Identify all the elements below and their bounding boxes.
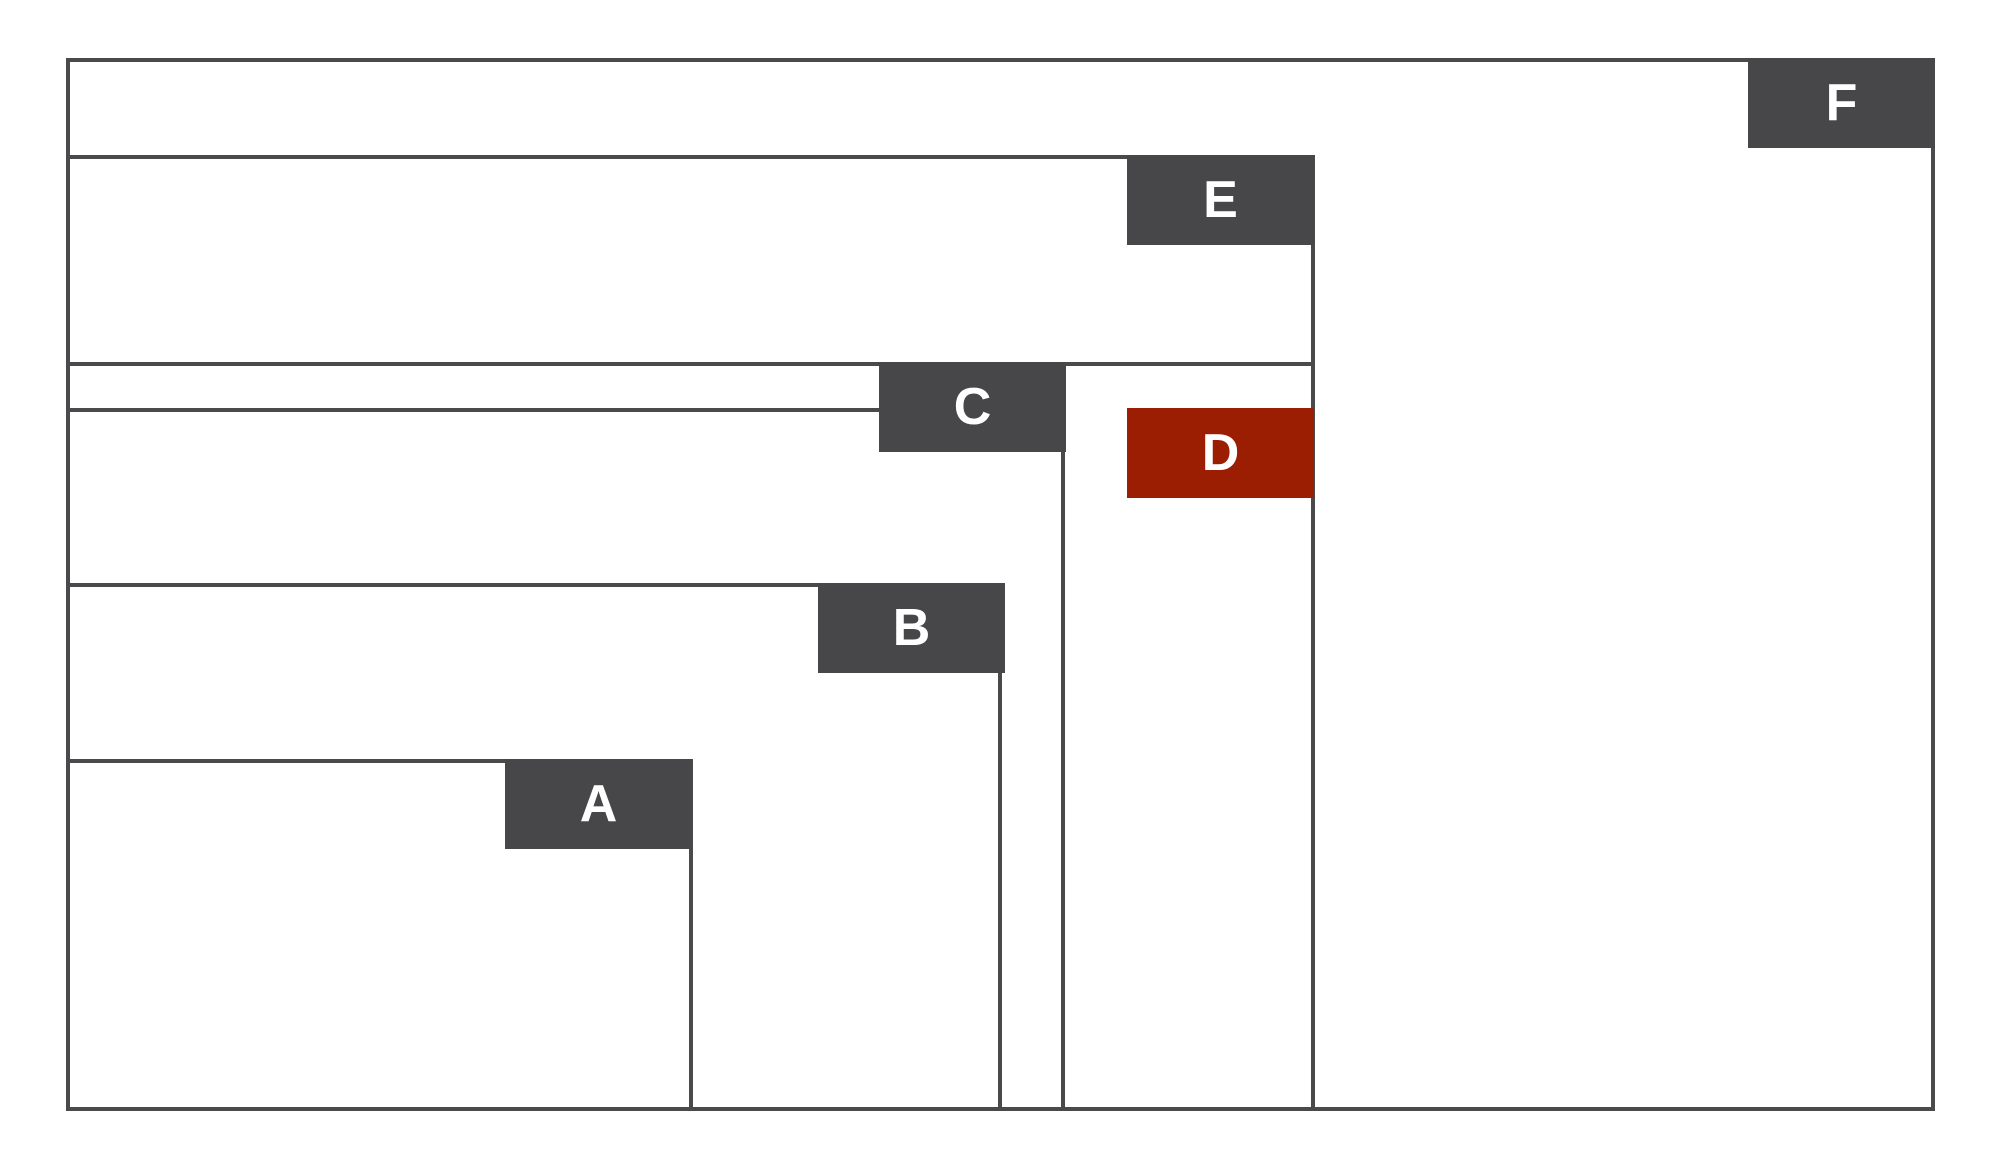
- box-a-frame: [66, 759, 693, 1111]
- box-b-label: B: [818, 583, 1005, 673]
- box-d-label-highlighted: D: [1127, 408, 1314, 498]
- box-a-label: A: [505, 759, 692, 849]
- box-e-label: E: [1127, 155, 1314, 245]
- box-c-label: C: [879, 362, 1066, 452]
- box-f-label: F: [1748, 58, 1935, 148]
